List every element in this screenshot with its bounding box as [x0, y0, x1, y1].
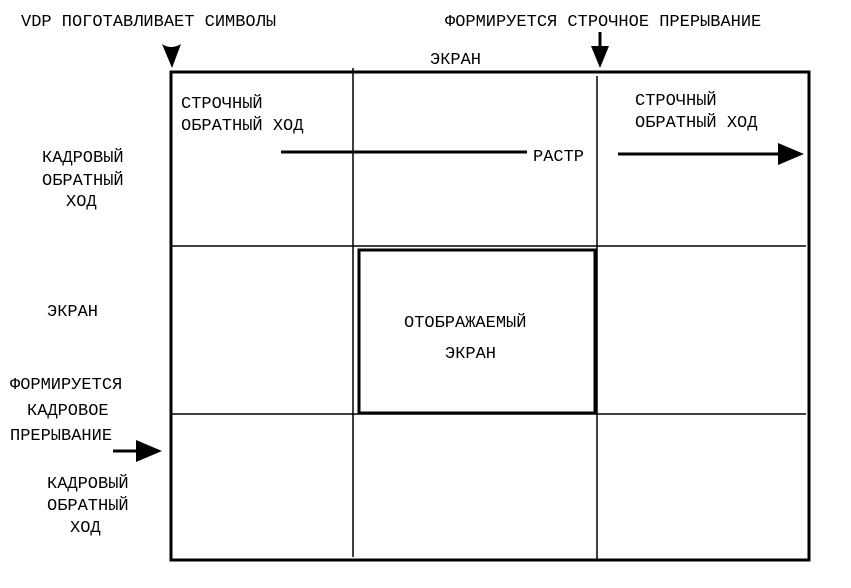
hretrace-right-line1: СТРОЧНЫЙ: [635, 90, 717, 111]
vretrace-top-line2: ОБРАТНЫЙ: [42, 170, 124, 191]
vretrace-top-line1: КАДРОВЫЙ: [42, 147, 124, 168]
hsync-interrupt-label: ФОРМИРУЕТСЯ СТРОЧНОЕ ПРЕРЫВАНИЕ: [445, 13, 761, 32]
displayed-screen-line2: ЭКРАН: [445, 345, 496, 364]
vsync-arrow-head: [136, 440, 162, 462]
displayed-screen-box: [357, 248, 597, 415]
hretrace-left-line1: СТРОЧНЫЙ: [181, 93, 263, 114]
displayed-screen-line1: ОТОБРАЖАЕМЫЙ: [404, 312, 526, 333]
screen-top-label: ЭКРАН: [430, 51, 481, 70]
vsync-interrupt-line1: ФОРМИРУЕТСЯ: [10, 376, 122, 395]
vretrace-top-line3: ХОД: [66, 193, 97, 212]
hretrace-right-line2: ОБРАТНЫЙ ХОД: [635, 112, 757, 133]
vdp-marker-arrow: [162, 44, 181, 68]
vretrace-bottom-line2: ОБРАТНЫЙ: [47, 495, 129, 516]
raster-label: РАСТР: [533, 148, 584, 167]
screen-left-label: ЭКРАН: [47, 303, 98, 322]
vretrace-bottom-line3: ХОД: [70, 519, 101, 538]
vdp-prepares-label: VDP ПОГОТАВЛИВАЕТ СИМВОЛЫ: [21, 13, 276, 32]
hretrace-left-line2: ОБРАТНЫЙ ХОД: [181, 115, 303, 136]
vretrace-bottom-line1: КАДРОВЫЙ: [47, 473, 129, 494]
raster-frame: [169, 70, 811, 562]
raster-arrow-head: [778, 143, 804, 165]
vsync-interrupt-line2: КАДРОВОЕ: [27, 402, 109, 421]
vsync-interrupt-line3: ПРЕРЫВАНИЕ: [10, 427, 112, 446]
hsync-arrow-head: [591, 46, 609, 68]
